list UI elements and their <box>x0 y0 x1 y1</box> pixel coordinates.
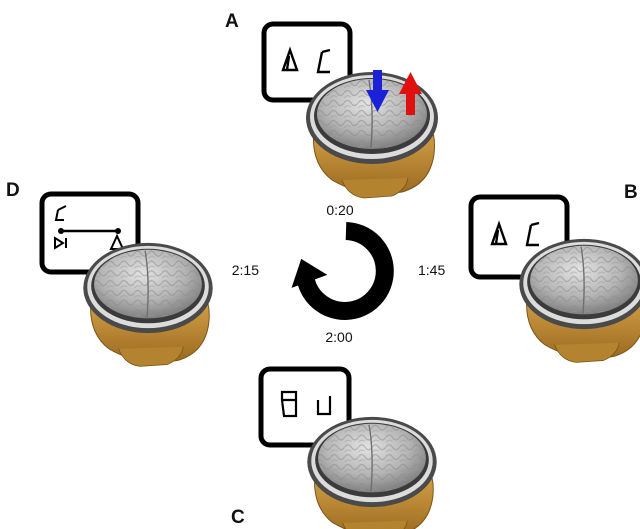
symbol-glyph <box>525 221 540 247</box>
panel-b: B <box>468 182 640 364</box>
cycle-arrow-icon <box>296 222 394 320</box>
stimulus-box-a <box>261 21 353 103</box>
stimulus-box-c <box>258 366 352 448</box>
time-label-right: 1:45 <box>418 262 445 278</box>
panel-c: C <box>231 366 438 529</box>
panel-label-c: C <box>231 507 245 528</box>
symbol-glyph <box>54 236 67 250</box>
symbol-glyph <box>316 396 332 416</box>
time-label-bottom: 2:00 <box>325 329 352 345</box>
time-label-left: 2:15 <box>232 262 259 278</box>
symbol-glyph <box>490 220 508 246</box>
cycle-arrowhead-icon <box>291 258 328 288</box>
cycle-diagram: 0:20 1:45 2:00 2:15 <box>232 202 446 345</box>
time-label-top: 0:20 <box>326 202 353 218</box>
arrow-down-icon <box>366 70 389 112</box>
brain-3d-render <box>306 416 438 529</box>
panel-a: A <box>225 11 439 199</box>
arrow-up-icon <box>399 72 422 115</box>
panel-d: D <box>6 180 214 368</box>
panel-label-b: B <box>624 182 638 203</box>
panel-label-d: D <box>6 180 20 201</box>
brain-3d-render <box>82 242 214 368</box>
symbol-glyph <box>316 48 331 74</box>
panel-label-a: A <box>225 11 239 32</box>
symbol-glyph <box>280 390 298 418</box>
brain-3d-render <box>518 238 640 364</box>
symbol-glyph <box>281 46 299 72</box>
symbol-glyph <box>54 205 67 221</box>
